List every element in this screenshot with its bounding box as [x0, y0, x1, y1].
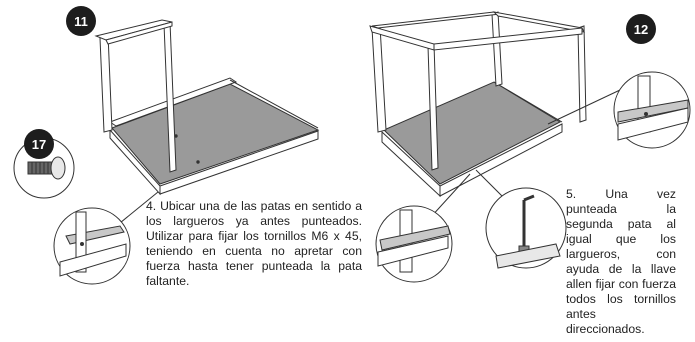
part-number: 17	[31, 136, 47, 152]
step-badge-11: 11	[66, 6, 96, 36]
table-frame-right	[369, 11, 587, 198]
instruction-step-5: 5. Una vez punteada la segunda pata al i…	[566, 187, 676, 336]
table-frame-left	[94, 19, 320, 196]
corner-detail-right-1	[375, 205, 453, 283]
corner-detail-left	[53, 207, 131, 285]
bolt-badge-17: 17	[24, 129, 54, 159]
corner-detail-right-2	[613, 71, 691, 149]
step-number: 12	[633, 21, 649, 37]
instruction-step-4: 4. Ubicar una de las patas en sentido a …	[146, 199, 362, 288]
callout-line-right-3	[547, 89, 621, 125]
step-number: 11	[74, 13, 88, 29]
allen-key-detail	[485, 187, 567, 269]
step-badge-12: 12	[626, 14, 656, 44]
